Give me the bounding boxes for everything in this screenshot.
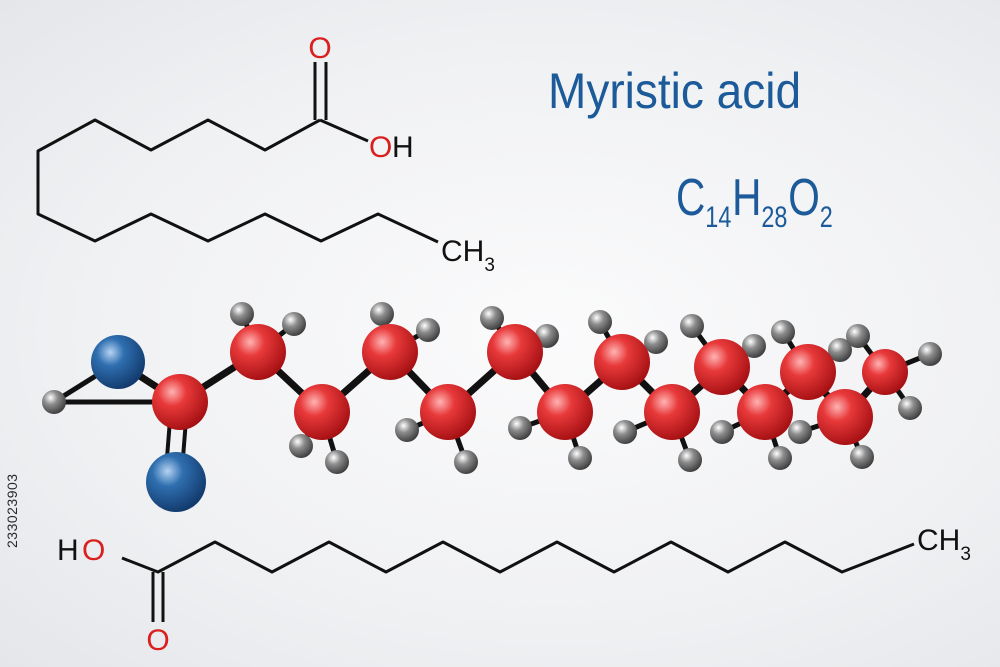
- carbon-atom: [644, 384, 700, 440]
- hydrogen-atom: [588, 310, 612, 334]
- hydrogen-atom: [710, 420, 734, 444]
- carbon-atom: [487, 324, 543, 380]
- hydroxyl-o-bottom: O: [82, 534, 105, 567]
- hydrogen-atom: [846, 324, 870, 348]
- skeletal-formula-bottom: H O O CH3: [57, 524, 971, 657]
- hydrogen-atom: [644, 330, 668, 354]
- hydrogen-atom: [289, 434, 313, 458]
- carbon-atom: [594, 334, 650, 390]
- oxygen-atom: [146, 452, 206, 512]
- hydrogen-atom: [480, 306, 504, 330]
- hydrogen-atom: [325, 450, 349, 474]
- hydrogen-atom: [508, 416, 532, 440]
- hydroxyl-h-bottom: H: [57, 534, 79, 567]
- hydrogen-atom: [230, 302, 254, 326]
- carbon-atom: [362, 324, 418, 380]
- oxygen-label-top: O: [308, 32, 331, 65]
- hydrogen-atom: [416, 318, 440, 342]
- hydrogen-atom: [850, 445, 874, 469]
- hydrogen-atom: [613, 420, 637, 444]
- carbon-atom: [420, 384, 476, 440]
- skeletal-formula-top: O O H CH3: [36, 32, 495, 276]
- hydroxyl-bond-top: [319, 118, 369, 143]
- ball-and-stick-model: [42, 302, 942, 512]
- oxygen-label-bottom: O: [146, 624, 169, 657]
- methyl-label-top: CH3: [441, 235, 495, 276]
- hydrogen-atom: [742, 334, 766, 358]
- methyl-label-bottom: CH3: [917, 524, 971, 565]
- hydrogen-atom: [370, 302, 394, 326]
- carbon-atom: [780, 344, 836, 400]
- molecule-name: Myristic acid: [548, 63, 802, 119]
- carbon-atom: [152, 374, 208, 430]
- hydrogen-atom: [898, 396, 922, 420]
- hydrogen-atom: [568, 446, 592, 470]
- hydrogen-atom: [678, 448, 702, 472]
- carbon-atom: [862, 349, 908, 395]
- carbon-atom: [817, 389, 873, 445]
- hydroxyl-h-top: H: [392, 131, 414, 164]
- hydrogen-atom: [788, 420, 812, 444]
- carbon-chain-top: [36, 118, 439, 244]
- carbon-atom: [537, 384, 593, 440]
- hydrogen-atom: [454, 450, 478, 474]
- hydrogen-atom: [680, 314, 704, 338]
- hydroxyl-label-top: O: [369, 131, 392, 164]
- molecular-formula: C14H28O2: [676, 169, 833, 234]
- hydrogen-atom: [768, 446, 792, 470]
- hydrogen-atom: [828, 338, 852, 362]
- hydrogen-atom: [918, 342, 942, 366]
- carbon-atom: [694, 339, 750, 395]
- carbon-chain-bottom: [121, 540, 915, 574]
- hydrogen-atom: [42, 390, 66, 414]
- hydrogen-atom: [771, 320, 795, 344]
- hydrogen-atom: [395, 418, 419, 442]
- carbon-atom: [230, 324, 286, 380]
- oxygen-atom: [91, 335, 145, 389]
- carbon-atom: [294, 384, 350, 440]
- hydrogen-atom: [282, 312, 306, 336]
- carbon-atom: [737, 384, 793, 440]
- model-atoms: [42, 302, 942, 512]
